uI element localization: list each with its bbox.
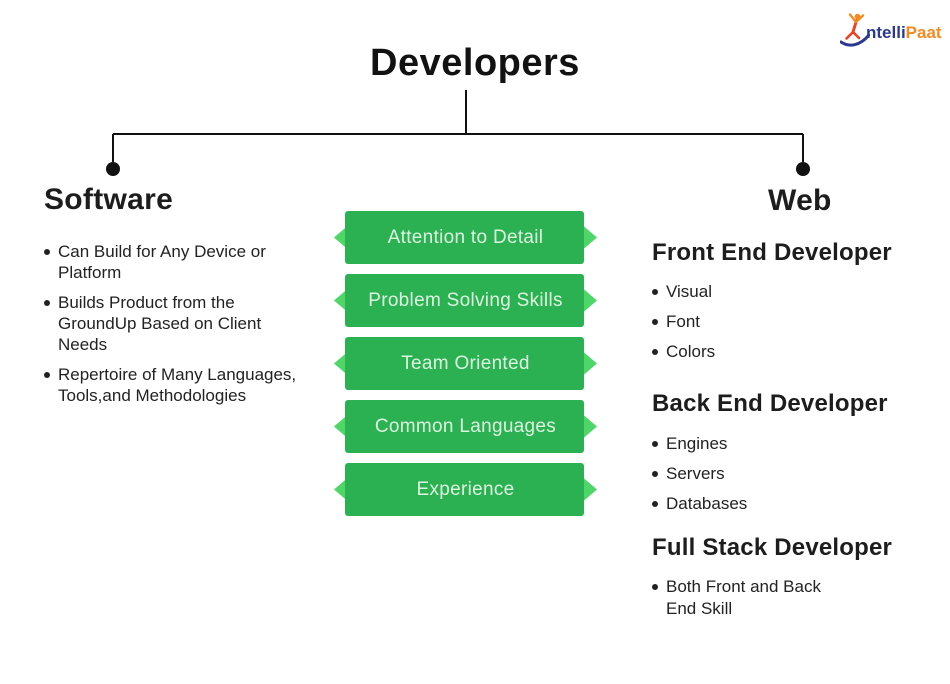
list-item: Engines: [652, 433, 932, 455]
list-item: Builds Product from the GroundUp Based o…: [44, 292, 354, 355]
bullet-icon: [652, 319, 658, 325]
bullet-text: Font: [666, 312, 701, 331]
bullet-text: Repertoire of Many Languages,: [58, 365, 297, 384]
frontend-bullet-list: Visual Font Colors: [652, 281, 932, 363]
skill-ribbon-common-languages: Common Languages: [334, 400, 597, 453]
frontend-developer-heading: Front End Developer: [652, 239, 892, 266]
bullet-icon: [652, 289, 658, 295]
bullet-icon: [44, 249, 50, 255]
list-item: Colors: [652, 341, 932, 363]
bullet-text: Both Front and Back: [666, 577, 821, 596]
bullet-icon: [652, 349, 658, 355]
backend-bullet-list: Engines Servers Databases: [652, 433, 932, 515]
skill-ribbon-experience: Experience: [334, 463, 597, 516]
bullet-text: Builds Product from the: [58, 293, 235, 312]
bullet-text: Engines: [666, 434, 728, 453]
backend-developer-heading: Back End Developer: [652, 390, 888, 417]
bullet-text: GroundUp Based on Client: [58, 314, 262, 333]
bullet-icon: [652, 441, 658, 447]
bullet-text: Platform: [58, 263, 122, 282]
ribbon-banner-shape: [334, 463, 597, 516]
skill-ribbon-label: Attention to Detail: [387, 226, 544, 248]
bullet-icon: [44, 300, 50, 306]
ribbon-banner-shape: [334, 211, 597, 264]
skills-ribbon-list: Attention to Detail Problem Solving Skil…: [334, 211, 597, 526]
branch-node-dot-left: [106, 162, 120, 176]
list-item: Repertoire of Many Languages, Tools,and …: [44, 364, 354, 406]
bullet-icon: [44, 372, 50, 378]
bullet-icon: [652, 471, 658, 477]
ribbon-banner-shape: [334, 400, 597, 453]
bullet-text: Tools,and Methodologies: [58, 386, 247, 405]
bullet-text: Servers: [666, 464, 725, 483]
list-item: Servers: [652, 463, 932, 485]
list-item: Font: [652, 311, 932, 333]
logo-text-ntelli: ntelli: [866, 23, 906, 42]
skill-ribbon-label: Common Languages: [374, 415, 557, 437]
web-column: Front End Developer Visual Font Colors B…: [652, 238, 932, 628]
list-item: Can Build for Any Device or Platform: [44, 241, 354, 283]
page-title: Developers: [370, 42, 580, 84]
skill-ribbon-label: Team Oriented: [401, 352, 530, 374]
branch-node-dot-right: [796, 162, 810, 176]
bullet-text: Needs: [58, 335, 108, 354]
bullet-icon: [652, 501, 658, 507]
intellipaat-logo: ntelliPaat: [840, 12, 942, 48]
logo-wordmark: ntelliPaat: [866, 24, 942, 48]
jumping-person-icon: [840, 13, 870, 47]
list-item: Both Front and Back End Skill: [652, 576, 932, 620]
skill-ribbon-problem-solving: Problem Solving Skills: [334, 274, 597, 327]
fullstack-bullet-list: Both Front and Back End Skill: [652, 576, 932, 620]
list-item: Visual: [652, 281, 932, 303]
bullet-text: Colors: [666, 342, 716, 361]
ribbon-banner-shape: [334, 337, 597, 390]
web-heading: Web: [768, 184, 832, 217]
bullet-text: Can Build for Any Device or: [58, 242, 266, 261]
skill-ribbon-team-oriented: Team Oriented: [334, 337, 597, 390]
software-bullet-list: Can Build for Any Device or Platform Bui…: [44, 241, 354, 415]
skill-ribbon-attention-to-detail: Attention to Detail: [334, 211, 597, 264]
bullet-icon: [652, 584, 658, 590]
logo-text-paat: Paat: [905, 23, 942, 42]
bullet-text: Visual: [666, 282, 712, 301]
skill-ribbon-label: Problem Solving Skills: [368, 289, 563, 311]
bullet-text: Databases: [666, 494, 748, 513]
bullet-text: End Skill: [666, 599, 733, 618]
list-item: Databases: [652, 493, 932, 515]
fullstack-developer-heading: Full Stack Developer: [652, 534, 893, 561]
skill-ribbon-label: Experience: [416, 478, 515, 500]
ribbon-banner-shape: [334, 274, 597, 327]
software-heading: Software: [44, 183, 174, 216]
